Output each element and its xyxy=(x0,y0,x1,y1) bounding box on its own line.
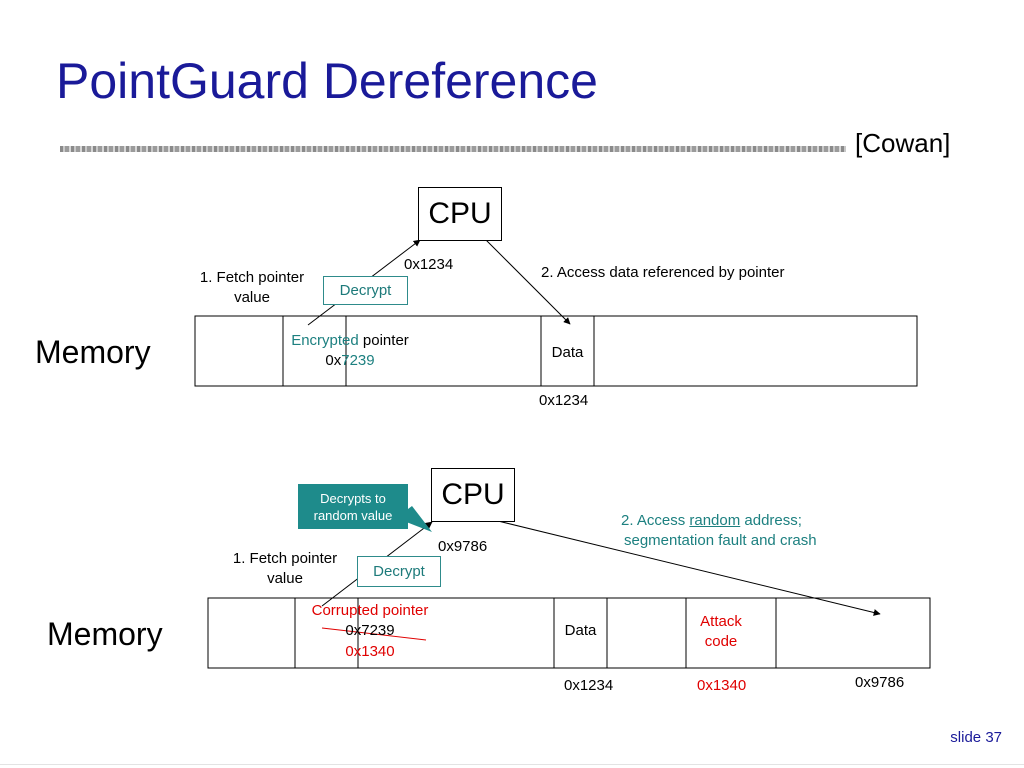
footer-line xyxy=(0,764,1024,765)
pointer-prefix: 0x xyxy=(325,352,342,369)
citation: [Cowan] xyxy=(855,128,951,158)
attack-line1: Attack xyxy=(700,613,742,630)
bottom-data-address: 0x1234 xyxy=(564,677,614,694)
strike-line xyxy=(321,627,427,641)
random-address: 0x9786 xyxy=(855,674,905,691)
encrypted-word: Encrypted xyxy=(291,332,359,349)
top-access-label: 2. Access data referenced by pointer xyxy=(541,264,785,281)
corrupted-pointer-label: Corrupted pointer xyxy=(311,602,429,619)
pointer-suffix: 7239 xyxy=(341,352,375,369)
slide-number: slide 37 xyxy=(950,729,1002,746)
attack-address: 0x1340 xyxy=(697,677,747,694)
top-cpu-box: CPU xyxy=(418,187,502,241)
access-random-word: random xyxy=(689,512,741,529)
top-fetch-line2: value xyxy=(234,289,270,306)
old-pointer-value: 0x7239 xyxy=(345,622,395,639)
bottom-memory-strip xyxy=(207,597,931,669)
pointer-word: pointer xyxy=(358,332,409,349)
access-prefix: 2. Access xyxy=(621,512,690,529)
bottom-access-label: 2. Access random address; segmentation f… xyxy=(621,511,817,551)
attack-code-label: Attack code xyxy=(686,612,756,652)
attack-line2: code xyxy=(704,633,738,650)
top-access-arrow xyxy=(485,239,571,325)
bottom-fetch-label: 1. Fetch pointer value xyxy=(218,549,352,589)
access-line2: segmentation fault and crash xyxy=(624,532,817,549)
top-cpu-address: 0x1234 xyxy=(404,256,454,273)
bottom-memory-label: Memory xyxy=(47,616,163,652)
top-data-address: 0x1234 xyxy=(539,392,589,409)
top-fetch-line1: 1. Fetch pointer xyxy=(199,269,305,286)
top-memory-label: Memory xyxy=(35,334,151,370)
bottom-decrypt-box: Decrypt xyxy=(357,556,441,587)
access-suffix: address; xyxy=(740,512,802,529)
slide-title: PointGuard Dereference xyxy=(56,53,598,109)
new-pointer-value: 0x1340 xyxy=(345,643,395,660)
decrypts-callout: Decrypts to random value xyxy=(298,484,408,529)
bottom-cpu-box: CPU xyxy=(431,468,515,522)
bottom-data-label: Data xyxy=(564,622,597,639)
bottom-cpu-address: 0x9786 xyxy=(438,538,488,555)
title-divider xyxy=(60,146,846,152)
top-memory-strip xyxy=(194,315,918,387)
top-data-label: Data xyxy=(551,344,584,361)
top-decrypt-box: Decrypt xyxy=(323,276,408,305)
top-fetch-label: 1. Fetch pointer value xyxy=(186,268,318,308)
bottom-fetch-line1: 1. Fetch pointer xyxy=(232,550,338,567)
bottom-fetch-line2: value xyxy=(267,570,303,587)
top-encrypted-pointer: Encrypted pointer 0x7239 xyxy=(276,331,424,371)
bottom-access-arrow xyxy=(497,520,881,616)
